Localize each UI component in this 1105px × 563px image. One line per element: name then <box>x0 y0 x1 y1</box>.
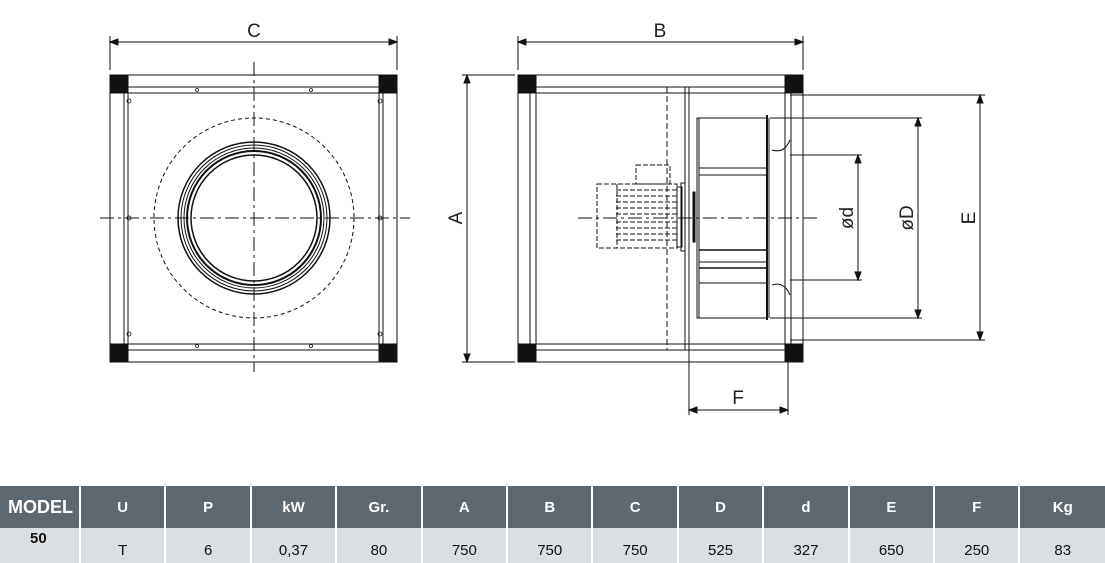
column-header-a: A <box>421 486 509 528</box>
dimension-label-a: A <box>446 211 467 224</box>
column-header-gr: Gr. <box>336 486 423 528</box>
column-header-kw: kW <box>250 486 338 528</box>
column-header-model: MODEL <box>0 486 81 528</box>
column-header-b: B <box>507 486 594 528</box>
cell-kg: 83 <box>1019 528 1105 563</box>
dimension-label-c: C <box>247 21 261 42</box>
specifications-table: MODEL U P kW Gr. A B C D d E F Kg 50 T 6… <box>0 486 1105 563</box>
fan-box-technical-drawing: C B A ød øD E F <box>100 21 985 415</box>
dimension-label-e: E <box>959 212 980 225</box>
cell-p: 6 <box>165 528 252 563</box>
column-header-f: F <box>934 486 1021 528</box>
dimension-label-small-d: ød <box>837 207 858 229</box>
cell-model: 50 <box>0 528 81 563</box>
table-row: 50 T 6 0,37 80 750 750 750 525 327 650 2… <box>0 528 1105 563</box>
cell-big-d: 525 <box>677 528 765 563</box>
cell-kw: 0,37 <box>250 528 338 563</box>
column-header-small-d: d <box>763 486 850 528</box>
cell-f: 250 <box>934 528 1021 563</box>
column-header-u: U <box>80 486 167 528</box>
dimension-label-f: F <box>732 388 744 409</box>
dimension-label-big-d: øD <box>897 205 918 230</box>
cell-e: 650 <box>848 528 936 563</box>
cell-small-d: 327 <box>763 528 850 563</box>
side-view <box>462 36 985 415</box>
column-header-e: E <box>848 486 936 528</box>
column-header-big-d: D <box>677 486 765 528</box>
cell-b: 750 <box>507 528 594 563</box>
table-header-row: MODEL U P kW Gr. A B C D d E F Kg <box>0 486 1105 528</box>
dimension-label-b: B <box>654 21 667 42</box>
cell-a: 750 <box>421 528 509 563</box>
front-view <box>100 36 410 372</box>
column-header-kg: Kg <box>1019 486 1105 528</box>
column-header-p: P <box>165 486 252 528</box>
cell-c: 750 <box>592 528 679 563</box>
cell-gr: 80 <box>336 528 423 563</box>
column-header-c: C <box>592 486 679 528</box>
cell-u: T <box>80 528 167 563</box>
